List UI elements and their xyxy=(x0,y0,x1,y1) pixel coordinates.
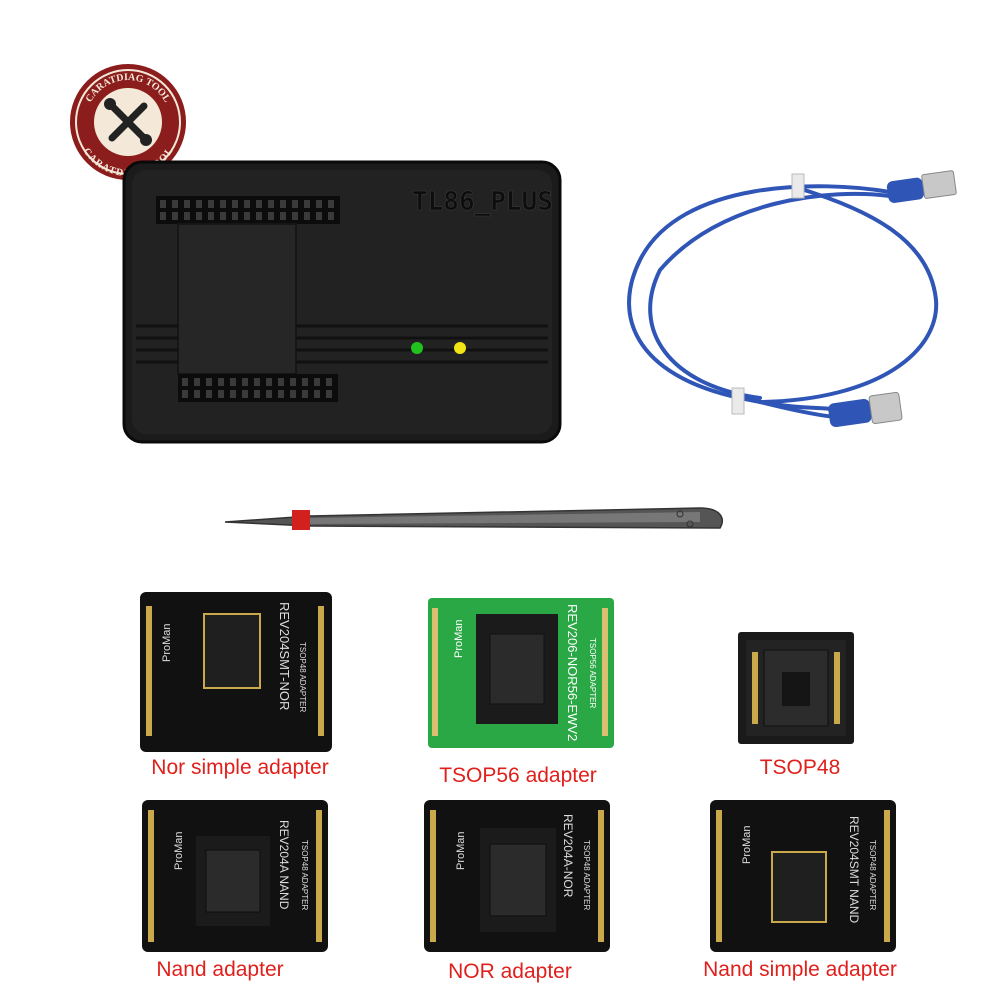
board-text: REV206-NOR56-EWV2 xyxy=(565,604,580,741)
board-side-text: TSOP56 ADAPTER xyxy=(588,638,597,708)
tsop56-adapter-board: REV206-NOR56-EWV2 TSOP56 ADAPTER ProMan xyxy=(428,598,614,748)
board-brand: ProMan xyxy=(741,825,753,864)
green-led xyxy=(411,342,423,354)
tsop48-socket xyxy=(738,632,854,744)
board-side-text: TSOP48 ADAPTER xyxy=(868,840,877,910)
adapter-caption: TSOP56 adapter xyxy=(439,764,597,787)
board-brand: ProMan xyxy=(455,831,467,870)
board-side-text: TSOP48 ADAPTER xyxy=(300,840,309,910)
board-brand: ProMan xyxy=(453,619,465,658)
adapter-caption: TSOP48 xyxy=(759,756,841,779)
board-text: REV204A NAND xyxy=(277,820,291,910)
adapter-caption: Nand simple adapter xyxy=(703,958,897,981)
nand-adapter-board: REV204A NAND TSOP48 ADAPTER ProMan xyxy=(142,800,328,952)
adapter-caption: Nand adapter xyxy=(156,958,284,981)
board-brand: ProMan xyxy=(161,623,173,662)
adapter-caption: Nor simple adapter xyxy=(151,756,329,779)
device-label: TL86_PLUS xyxy=(412,187,553,217)
board-side-text: TSOP48 ADAPTER xyxy=(298,642,307,712)
yellow-led xyxy=(454,342,466,354)
board-text: REV204SMT-NOR xyxy=(277,602,292,710)
board-side-text: TSOP48 ADAPTER xyxy=(582,840,591,910)
board-brand: ProMan xyxy=(173,831,185,870)
usb-cable xyxy=(627,170,957,428)
board-text: REV204SMT NAND xyxy=(847,816,861,923)
board-text: REV204A-NOR xyxy=(561,814,575,898)
nor-simple-adapter-board: REV204SMT-NOR TSOP48 ADAPTER ProMan xyxy=(140,592,332,752)
adapter-caption: NOR adapter xyxy=(448,960,572,983)
caratdiag-logo: CARATDIAG TOOL CARATDIAG TOOL xyxy=(70,64,186,180)
nand-simple-adapter-board: REV204SMT NAND TSOP48 ADAPTER ProMan xyxy=(710,800,896,952)
nor-adapter-board: REV204A-NOR TSOP48 ADAPTER ProMan xyxy=(424,800,610,952)
programmer-device: TL86_PLUS xyxy=(122,160,562,444)
tweezers xyxy=(224,507,723,530)
